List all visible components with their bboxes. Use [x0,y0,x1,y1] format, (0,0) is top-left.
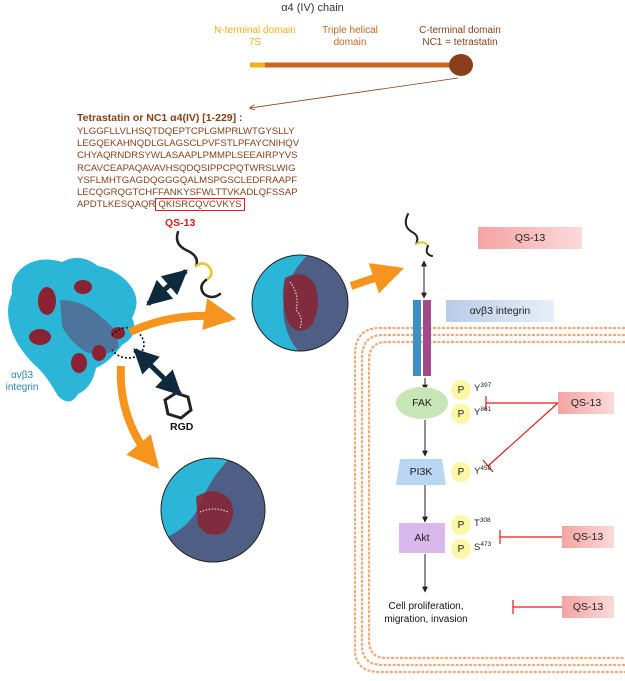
orange-arrow-to-zoom1 [128,298,237,336]
fak-node-shape [396,387,448,419]
fak-site-2: Y861 [474,406,492,419]
chain-bar [250,54,473,76]
rgd-binding-double-arrow [133,348,182,396]
akt-node-shape [399,523,445,553]
akt-site-2: S473 [474,541,492,554]
sequence-line: CHYAQRNDRSYWLASAAPLPMMPLSEEAIRPYVS [77,150,298,162]
akt-site-1: T308 [474,517,491,530]
qs13-inhibitor-akt: QS-13 [562,526,614,548]
pi3k-site: Y458 [474,465,492,478]
qs13-sequence-highlight: QKISRCQVCVKYS [155,198,245,212]
zoom-circle-rgd-bound [161,458,265,562]
qs13-inhibitor-outcome: QS-13 [562,596,614,618]
qs13-binding-double-arrow [146,269,188,306]
sequence-line: LECQGRQGTCHFFANKYSFWLTTVKADLQFSSAP [77,187,298,199]
sequence-line: YLGGFLLVLHSQTDQEPTCPLGMPRLWTGYSLLY [77,126,295,137]
integrin-receptor-icon [413,300,431,376]
rgd-ring-icon [163,391,193,420]
sequence-line: RCAVCEAPAQAVAVHSQDQSIPPCPQTWRSLWIG [77,162,296,174]
orange-arrow-to-receptor [349,263,405,294]
sequence-line: YSFLMHTGAGDQGGGQALMSPGSCLEDFRAAPF [77,174,298,186]
inhibition-lines [482,396,562,614]
qs13-inhibitor-fak: QS-13 [558,392,614,414]
orange-arrow-to-zoom2 [116,365,160,469]
qs13-top-box: QS-13 [478,227,582,249]
qs13-peptide-ribbon [175,230,222,299]
integrin-protein-structure [8,257,145,402]
akt-phospho-2: P [451,539,471,559]
pi3k-phospho: P [451,462,471,482]
nc1-callout-arrow [250,77,459,108]
fak-site-1: Y397 [474,382,492,395]
sequence-line: LEGQEKAHNQDLGLAGSCLPVFSTLPFAYCNIHQV [77,138,300,150]
pi3k-node: PI3K [409,466,433,478]
zoom-circle-qs13-bound [252,255,348,351]
cell-membrane [353,326,625,674]
sequence-block: YLGGFLLVLHSQTDQEPTCPLGMPRLWTGYSLLY LEGQE… [77,126,300,212]
akt-phospho-1: P [451,515,471,535]
pathway-outcome: Cell proliferation,migration, invasion [384,601,468,625]
chain-title: α4 (IV) chain [281,2,344,14]
sequence-title: Tetrastatin or NC1 α4(IV) [1-229] : [77,112,243,124]
sequence-prefix: APDTLKESQAQR [77,199,156,211]
qs13-peptide-label: QS-13 [165,217,196,229]
akt-node: Akt [414,532,430,544]
pi3k-node-shape [396,459,446,485]
fak-phospho-2: P [451,404,471,424]
qs13-peptide-small [404,213,433,257]
fak-node: FAK [412,397,432,409]
fak-phospho-1: P [451,380,471,400]
receptor-label-box: αvβ3 integrin [446,300,554,322]
rgd-label: RGD [170,421,194,433]
